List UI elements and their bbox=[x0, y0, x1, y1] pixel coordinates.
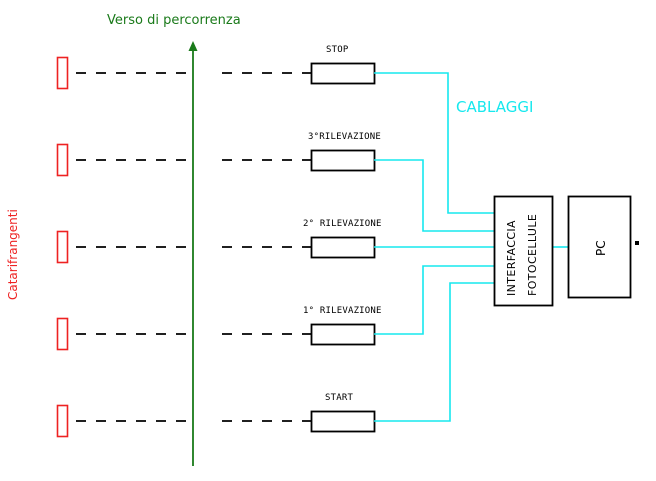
photocell-box-1-rilevazione[interactable] bbox=[310, 323, 376, 346]
reflector-group bbox=[56, 56, 69, 438]
photocell-label-3-rilevazione: 3°RILEVAZIONE bbox=[308, 132, 382, 142]
photocell-label-start: START bbox=[325, 393, 354, 403]
reflector-rect-2 bbox=[56, 143, 69, 177]
photocell-box-2-rilevazione[interactable] bbox=[310, 236, 376, 259]
photocell-box-group bbox=[310, 62, 376, 433]
cable-3-rilevazione bbox=[374, 159, 494, 232]
reflector-rect-1 bbox=[56, 56, 69, 90]
photocell-label-2-rilevazione: 2° RILEVAZIONE bbox=[303, 219, 382, 229]
reflector-rect-3 bbox=[56, 230, 69, 264]
reflector-rect-4 bbox=[56, 317, 69, 351]
cable-1-rilevazione bbox=[374, 265, 494, 335]
travel-direction-label: Verso di percorrenza bbox=[107, 13, 241, 28]
pc-label: PC bbox=[594, 240, 608, 256]
travel-arrow-head-icon bbox=[188, 41, 198, 51]
photocell-box-start[interactable] bbox=[310, 410, 376, 433]
reflectors-axis-label: Catarifrangenti bbox=[6, 209, 20, 300]
photocell-label-stop: STOP bbox=[326, 45, 349, 55]
reflector-rect-5 bbox=[56, 404, 69, 438]
cabling-label: CABLAGGI bbox=[456, 98, 534, 116]
photocell-box-stop[interactable] bbox=[310, 62, 376, 85]
terminal-dot-icon bbox=[635, 241, 639, 245]
cable-start bbox=[374, 282, 494, 422]
photocell-label-1-rilevazione: 1° RILEVAZIONE bbox=[303, 306, 382, 316]
pc-box[interactable] bbox=[567, 195, 632, 299]
cabling-group bbox=[374, 72, 568, 422]
travel-direction-arrow bbox=[188, 41, 198, 466]
beam-group-right bbox=[222, 72, 311, 422]
interface-label-line1: INTERFACCIA bbox=[505, 220, 518, 296]
photocell-box-3-rilevazione[interactable] bbox=[310, 149, 376, 172]
interface-box[interactable] bbox=[493, 195, 554, 307]
cable-stop bbox=[374, 72, 494, 214]
beam-group-left bbox=[76, 72, 186, 422]
interface-label-line2: FOTOCELLULE bbox=[526, 213, 539, 296]
